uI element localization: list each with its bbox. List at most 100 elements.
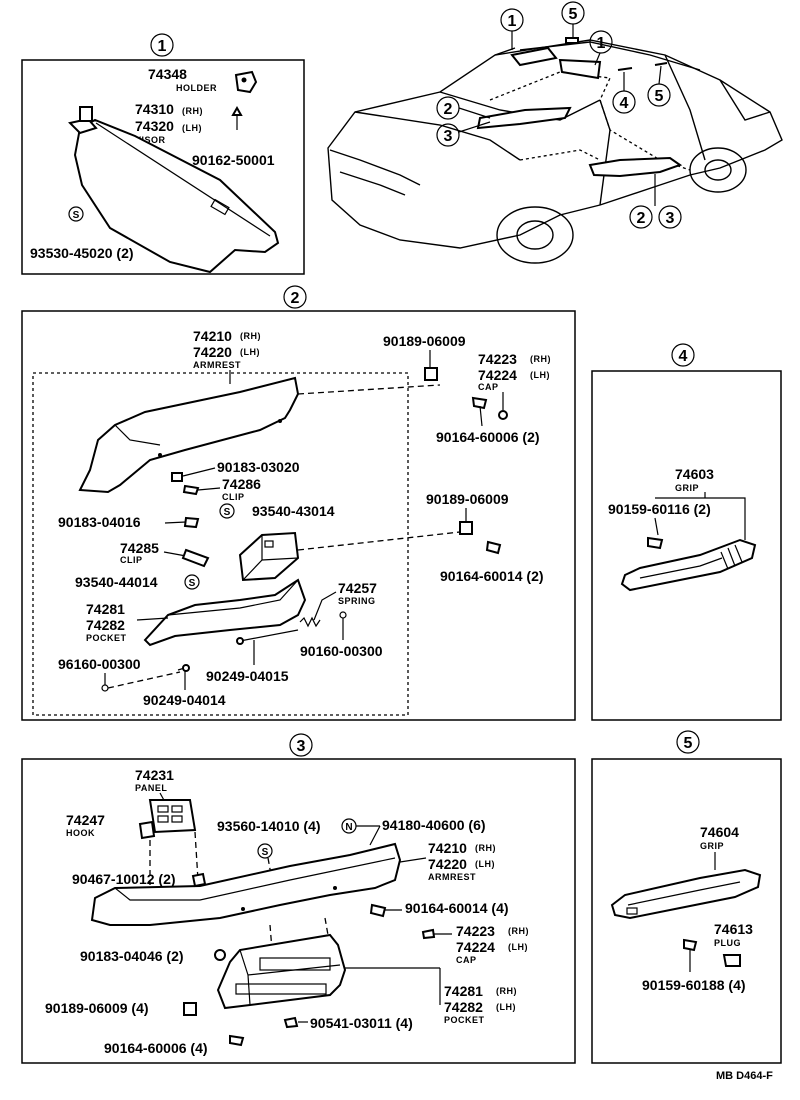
- callout-3b: 3: [666, 210, 675, 227]
- holder-part: [234, 70, 258, 94]
- section-2-number: 2: [291, 290, 300, 307]
- label-74223-s3: 74223: [456, 923, 495, 939]
- label-93540-44014: 93540-44014: [75, 574, 158, 590]
- label-74220-s3-lh: (LH): [475, 859, 495, 869]
- section-2-frame: [21, 310, 576, 721]
- spring-74257: [299, 616, 321, 628]
- car-armrest-rear: [476, 106, 572, 130]
- plug-74613: [722, 954, 741, 967]
- car-armrest-door: [588, 156, 683, 178]
- label-93560-14010: 93560-14010 (4): [217, 818, 321, 834]
- label-74210: 74210: [193, 328, 232, 344]
- label-74224-s3-lh: (LH): [508, 942, 528, 952]
- label-74282-s3-lh: (LH): [496, 1002, 516, 1012]
- armrest-part: [78, 376, 300, 494]
- label-90162-50001: 90162-50001: [192, 152, 275, 168]
- callout-4: 4: [620, 95, 629, 112]
- label-74281: 74281: [86, 601, 125, 617]
- label-93540-43014: 93540-43014: [252, 503, 335, 519]
- cap-74223-s3: [421, 928, 436, 940]
- label-74603: 74603: [675, 466, 714, 482]
- label-74604: 74604: [700, 824, 739, 840]
- label-93530-45020: 93530-45020 (2): [30, 245, 134, 261]
- label-visor: VISOR: [135, 135, 166, 145]
- label-hook: HOOK: [66, 828, 95, 838]
- visor-part: [73, 118, 280, 274]
- label-spring: SPRING: [338, 596, 376, 606]
- car-callouts: 1 5 1 2 3 4 5 2 3: [436, 1, 682, 229]
- label-74320: 74320: [135, 118, 174, 134]
- clip-90183-03020: [171, 472, 183, 482]
- car-plug: [565, 37, 579, 44]
- label-pocket: POCKET: [86, 633, 127, 643]
- label-90249-04014: 90249-04014: [143, 692, 226, 708]
- armrest-rear-part: [90, 842, 402, 926]
- label-grip-s4: GRIP: [675, 483, 699, 493]
- label-96160-00300: 96160-00300: [58, 656, 141, 672]
- label-90189-06009-b: 90189-06009: [426, 491, 509, 507]
- screw-90164-b: [485, 540, 502, 555]
- label-74224-s3: 74224: [456, 939, 495, 955]
- label-plug: PLUG: [714, 938, 741, 948]
- label-74220-s3: 74220: [428, 856, 467, 872]
- screw-90164-60014: [369, 903, 387, 918]
- section-3-number: 3: [297, 738, 306, 755]
- spec-s-mark-2: S: [224, 507, 231, 518]
- clip-74286: [182, 484, 200, 496]
- label-74223-s3-rh: (RH): [508, 926, 529, 936]
- callout-2b: 2: [637, 210, 646, 227]
- callout-1a: 1: [508, 13, 517, 30]
- pin-90249-04015: [239, 629, 299, 642]
- label-armrest-s3: ARMREST: [428, 872, 476, 882]
- label-panel: PANEL: [135, 783, 167, 793]
- section-4-grip: 4 74603 GRIP 90159-60116 (2): [591, 343, 782, 721]
- label-74613: 74613: [714, 921, 753, 937]
- label-90164-60014: 90164-60014 (2): [440, 568, 544, 584]
- section-4-frame: [591, 370, 782, 721]
- hook-74247: [138, 820, 156, 840]
- section-2-armrest: 2 74210 (RH) 74220 (LH) ARMREST 90189-06…: [21, 285, 576, 721]
- label-74220: 74220: [193, 344, 232, 360]
- label-clip-74286: CLIP: [222, 492, 245, 502]
- screw-90162: [231, 105, 243, 116]
- label-grip-s5: GRIP: [700, 841, 724, 851]
- label-74257: 74257: [338, 580, 377, 596]
- label-90183-04046: 90183-04046 (2): [80, 948, 184, 964]
- label-94180-40600: 94180-40600 (6): [382, 817, 486, 833]
- label-90183-03020: 90183-03020: [217, 459, 300, 475]
- label-clip-74285: CLIP: [120, 555, 143, 565]
- diagram-code: MB D464-F: [716, 1070, 773, 1082]
- label-74210-s3: 74210: [428, 840, 467, 856]
- pocket-part: [143, 578, 307, 647]
- label-cap: CAP: [478, 382, 499, 392]
- section-5-frame: [591, 758, 782, 1064]
- label-90164-60006-s3: 90164-60006 (4): [104, 1040, 208, 1056]
- label-74281-s3: 74281: [444, 983, 483, 999]
- label-90249-04015: 90249-04015: [206, 668, 289, 684]
- label-90467-10012: 90467-10012 (2): [72, 871, 176, 887]
- clip-74285: [181, 548, 210, 568]
- pocket-housing: [238, 531, 300, 582]
- label-pocket-s3: POCKET: [444, 1015, 485, 1025]
- section-1-frame: [21, 59, 305, 275]
- label-74247: 74247: [66, 812, 105, 828]
- clip-90183-04046: [214, 949, 226, 961]
- spec-s-mark-1: S: [73, 210, 80, 221]
- grip-74604: [610, 868, 762, 920]
- screw-90164-60006-s3: [229, 1034, 245, 1047]
- label-74285: 74285: [120, 540, 159, 556]
- label-74220-lh: (LH): [240, 347, 260, 357]
- label-74310: 74310: [135, 101, 174, 117]
- spec-s-mark-4: S: [262, 847, 269, 858]
- label-holder: HOLDER: [176, 83, 217, 93]
- label-74224-lh: (LH): [530, 370, 550, 380]
- nut-90541: [283, 1016, 299, 1029]
- section-1-visor: 1 74348 HOLDER 74310 (RH) 74320 (LH) VIS…: [21, 33, 305, 275]
- section-1-number: 1: [158, 38, 167, 55]
- label-74286: 74286: [222, 476, 261, 492]
- label-90541-03011: 90541-03011 (4): [310, 1015, 413, 1031]
- visor-pivot: [79, 106, 93, 122]
- label-74224: 74224: [478, 367, 517, 383]
- cap-74223: [498, 410, 508, 420]
